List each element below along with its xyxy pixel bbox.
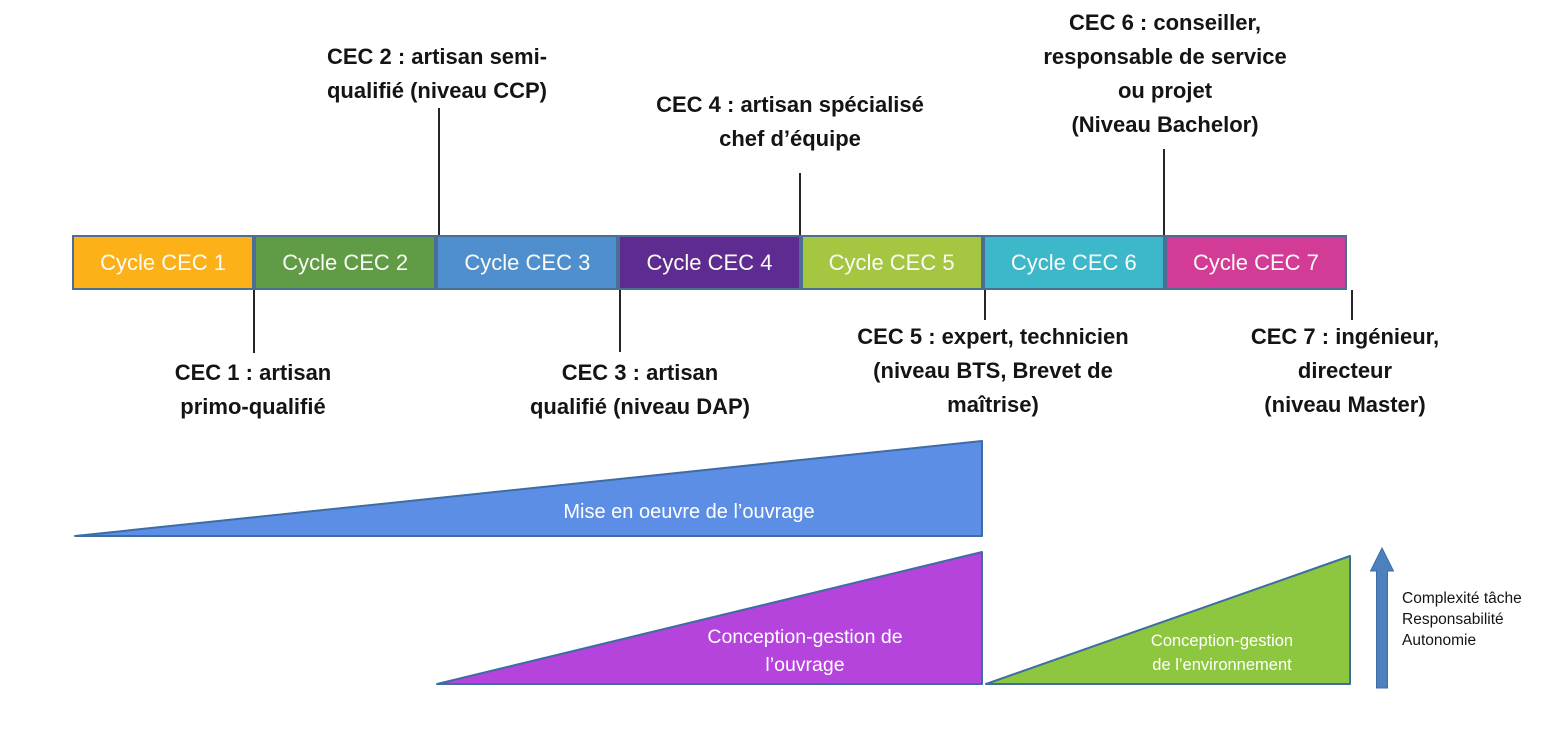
callout-cec3: CEC 3 : artisan qualifié (niveau DAP) [530, 356, 750, 424]
callout-cec1-line: primo-qualifié [180, 394, 326, 419]
bar-segment-cec1: Cycle CEC 1 [72, 235, 255, 290]
callout-cec4-line: chef d’équipe [719, 126, 861, 151]
callout-cec1-line: CEC 1 : artisan [174, 360, 332, 385]
callout-cec4: CEC 4 : artisan spécialisé chef d’équipe [656, 88, 924, 156]
leader-line-cec6 [1163, 149, 1165, 235]
callout-cec6-line: CEC 6 : conseiller, [1069, 10, 1261, 35]
callout-cec7-line: directeur [1297, 358, 1393, 383]
callout-cec1: CEC 1 : artisan primo-qualifié [175, 356, 332, 424]
triangle-label-conception-gestion-environnement: Conception-gestion de l’environnement [1150, 632, 1294, 674]
triangle-label-conception-gestion-ouvrage: Conception-gestion de l’ouvrage [707, 626, 903, 676]
callout-cec3-line: qualifié (niveau DAP) [529, 394, 751, 419]
triangle-label-mise-en-oeuvre: Mise en oeuvre de l’ouvrage [563, 501, 815, 523]
callout-cec5-line: CEC 5 : expert, technicien [857, 324, 1129, 349]
triangle-mise-en-oeuvre [74, 440, 983, 537]
bar-segment-cec2: Cycle CEC 2 [254, 235, 437, 290]
callout-cec5-line: maîtrise) [947, 392, 1039, 417]
callout-cec6: CEC 6 : conseiller, responsable de servi… [1043, 6, 1286, 142]
leader-line-cec1 [253, 290, 255, 353]
callout-cec5: CEC 5 : expert, technicien (niveau BTS, … [857, 320, 1128, 422]
callout-cec2-line: CEC 2 : artisan semi- [326, 44, 548, 69]
leader-line-cec5 [984, 290, 986, 320]
callout-cec6-line: ou projet [1117, 78, 1213, 103]
bar-segment-cec4: Cycle CEC 4 [618, 235, 801, 290]
leader-line-cec3 [619, 290, 621, 352]
callout-cec7-line: (niveau Master) [1264, 392, 1426, 417]
callout-cec3-line: CEC 3 : artisan [561, 360, 719, 385]
legend-line-responsabilite: Responsabilité [1402, 611, 1504, 628]
bar-segment-cec6: Cycle CEC 6 [982, 235, 1165, 290]
triangle-conception-gestion-environnement [985, 555, 1351, 685]
up-arrow-icon [1369, 546, 1395, 689]
callout-cec7: CEC 7 : ingénieur, directeur (niveau Mas… [1251, 320, 1439, 422]
callout-cec2: CEC 2 : artisan semi- qualifié (niveau C… [327, 40, 547, 108]
cycle-bar: Cycle CEC 1 Cycle CEC 2 Cycle CEC 3 Cycl… [72, 235, 1347, 290]
bar-segment-cec7: Cycle CEC 7 [1164, 235, 1347, 290]
callout-cec2-line: qualifié (niveau CCP) [326, 78, 548, 103]
leader-line-cec2 [438, 108, 440, 235]
triangle-conception-gestion-ouvrage [436, 551, 983, 685]
bar-segment-cec5: Cycle CEC 5 [800, 235, 983, 290]
leader-line-cec7 [1351, 290, 1353, 320]
bar-segment-cec3: Cycle CEC 3 [436, 235, 619, 290]
callout-cec4-line: CEC 4 : artisan spécialisé [656, 92, 924, 117]
leader-line-cec4 [799, 173, 801, 235]
axis-arrow-legend: Complexité tâche Responsabilité Autonomi… [1402, 588, 1522, 651]
callout-cec6-line: responsable de service [1043, 44, 1287, 69]
callout-cec7-line: CEC 7 : ingénieur, [1250, 324, 1440, 349]
callout-cec5-line: (niveau BTS, Brevet de [873, 358, 1113, 383]
callout-cec6-line: (Niveau Bachelor) [1071, 112, 1259, 137]
legend-line-complexite: Complexité tâche [1402, 590, 1522, 607]
legend-line-autonomie: Autonomie [1402, 632, 1477, 649]
